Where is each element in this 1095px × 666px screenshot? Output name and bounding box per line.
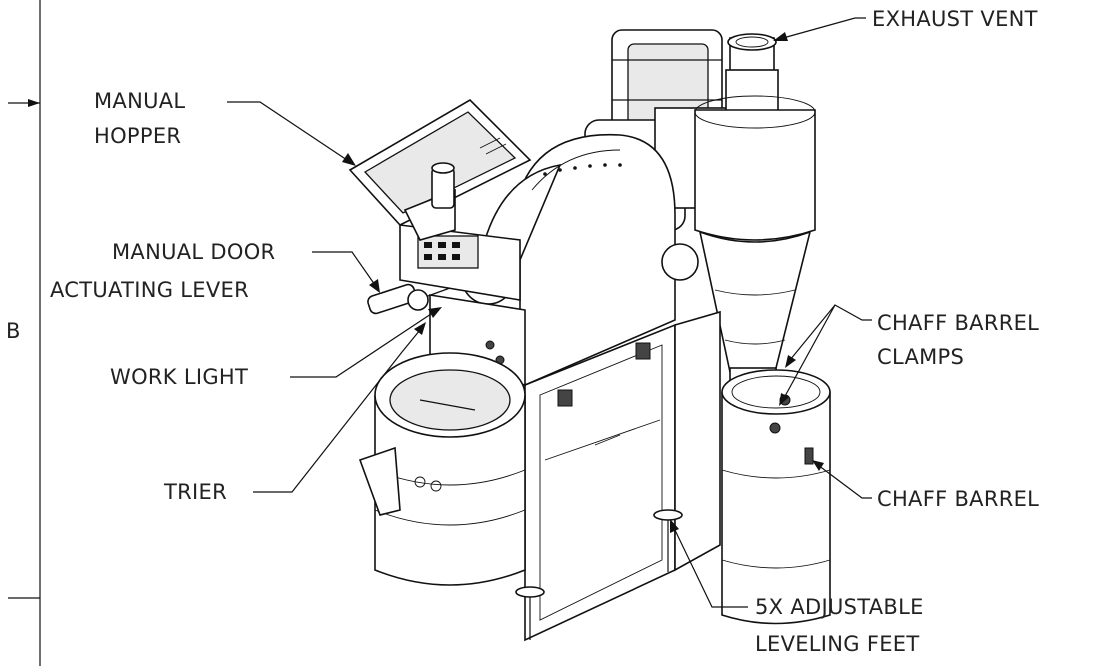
callout-chaff-barrel-clamps: CHAFF BARREL CLAMPS	[779, 304, 1039, 406]
label-chaff-barrel: CHAFF BARREL	[877, 487, 1039, 511]
cooling-tray	[374, 352, 526, 586]
label-chaff-barrel-clamps-2: CLAMPS	[877, 345, 964, 369]
label-manual-hopper-2: HOPPER	[94, 124, 181, 148]
callout-manual-hopper: MANUAL HOPPER	[94, 89, 356, 166]
label-chaff-barrel-clamps-1: CHAFF BARREL	[877, 311, 1039, 335]
zone-letter: B	[6, 319, 21, 343]
label-leveling-feet-1: 5X ADJUSTABLE	[755, 595, 924, 619]
label-work-light: WORK LIGHT	[110, 365, 248, 389]
drum-rivets	[543, 163, 622, 176]
sheet-border	[8, 0, 41, 666]
hopper-drawing	[348, 98, 532, 241]
label-trier: TRIER	[163, 480, 227, 504]
callout-exhaust-vent: EXHAUST VENT	[773, 7, 1038, 41]
trier-drawing	[358, 446, 401, 516]
label-exhaust-vent: EXHAUST VENT	[872, 7, 1038, 31]
label-leveling-feet-2: LEVELING FEET	[755, 632, 920, 656]
chaff-barrel-drawing	[721, 369, 831, 625]
callout-chaff-barrel: CHAFF BARREL	[812, 460, 1039, 511]
door-lever-drawing	[367, 283, 451, 315]
label-manual-door-2: ACTUATING LEVER	[50, 278, 249, 302]
leveling-feet-drawing	[515, 509, 683, 640]
label-manual-hopper-1: MANUAL	[94, 89, 185, 113]
label-manual-door-1: MANUAL DOOR	[112, 240, 275, 264]
cabinet	[524, 310, 721, 642]
callout-door-lever: MANUAL DOOR ACTUATING LEVER	[50, 240, 380, 302]
callout-work-light: WORK LIGHT	[110, 307, 442, 389]
callout-leveling-feet: 5X ADJUSTABLE LEVELING FEET	[670, 519, 924, 656]
roaster-illustration	[348, 29, 831, 642]
callout-trier: TRIER	[163, 322, 426, 504]
